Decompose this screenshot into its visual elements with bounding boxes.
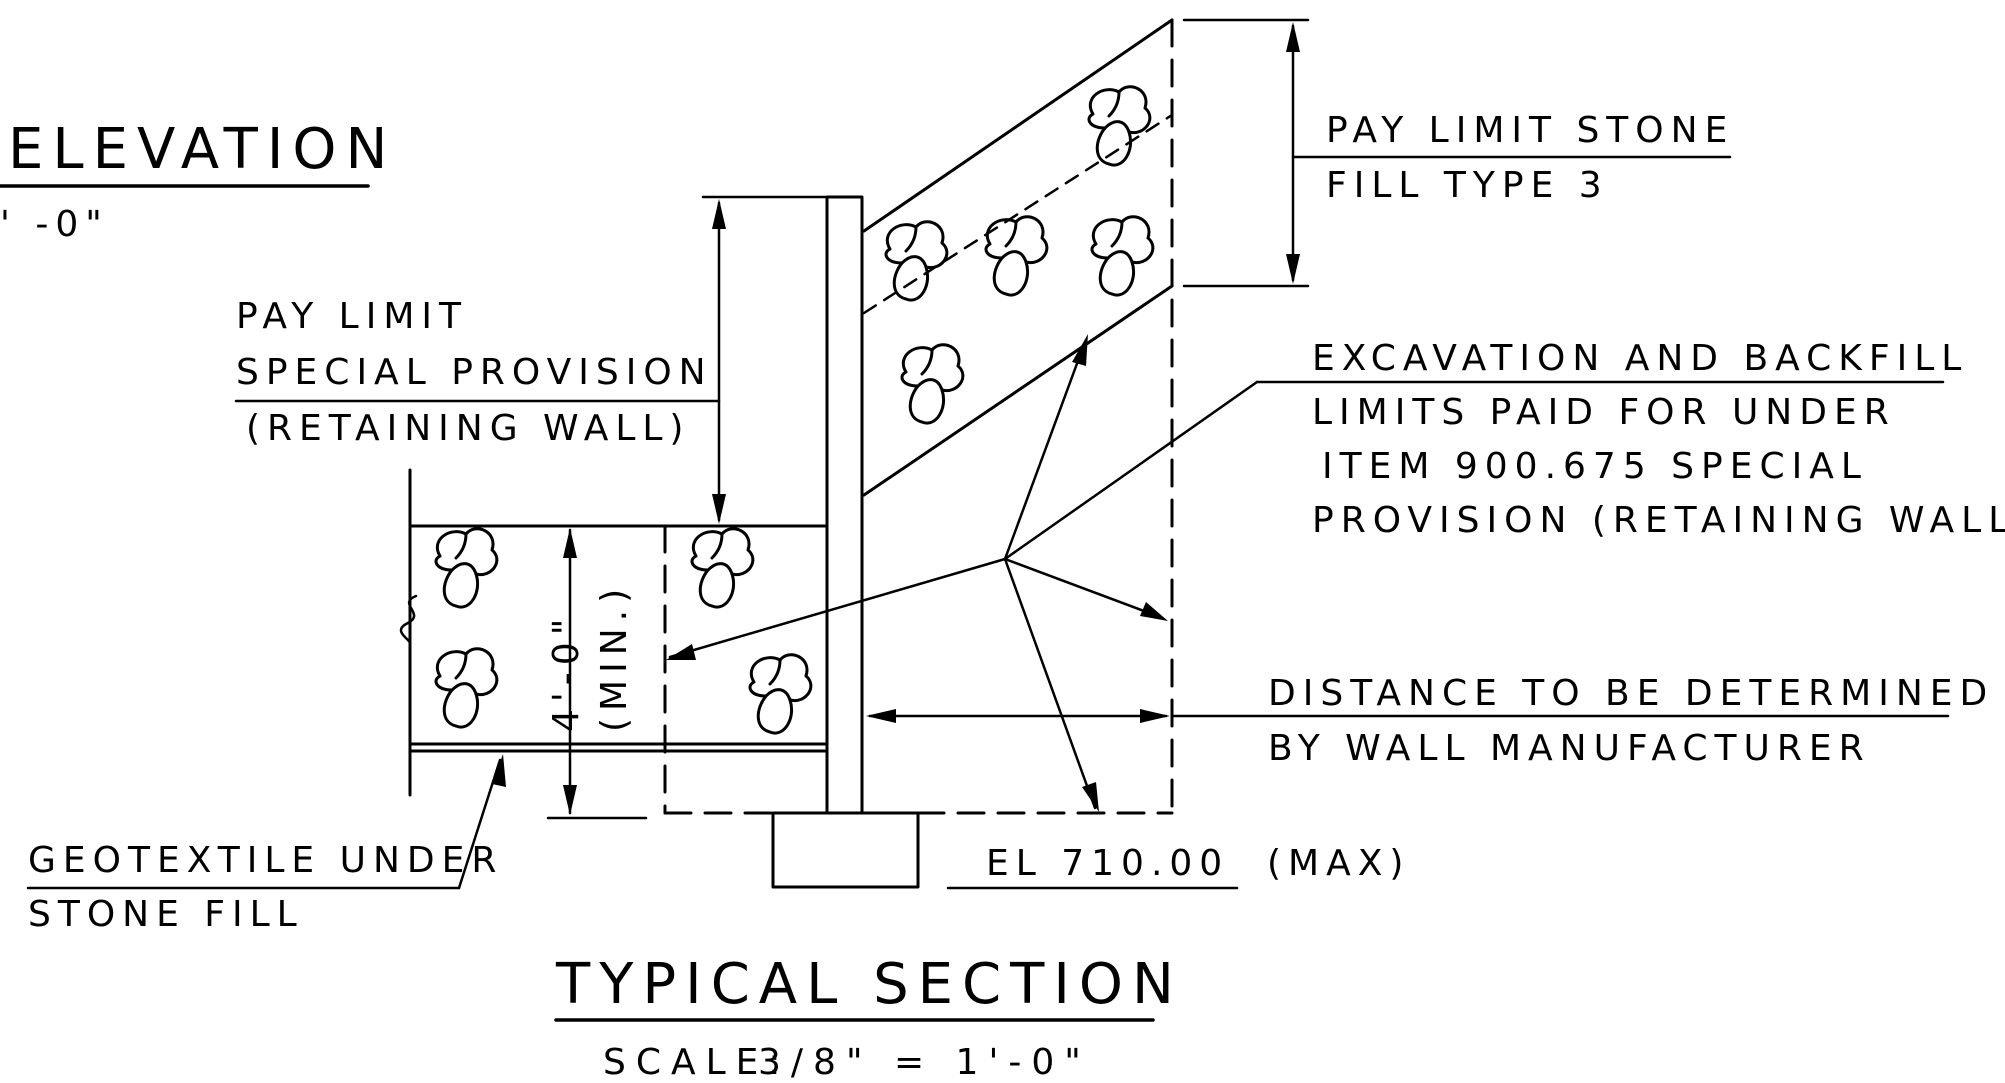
arrowhead: [1140, 602, 1168, 621]
arrowhead: [1072, 334, 1088, 366]
pay-limit-special-label-3: (RETAINING WALL): [246, 408, 690, 449]
arrowhead: [1286, 22, 1300, 52]
arrowhead: [563, 785, 577, 815]
retaining-wall: [771, 195, 920, 889]
stone-cluster-icon: [434, 647, 499, 729]
pay-limit-stone-label-1: PAY LIMIT STONE: [1326, 110, 1734, 151]
stone-cluster-icon: [434, 527, 499, 609]
excavation-label-1: EXCAVATION AND BACKFILL: [1312, 338, 1968, 379]
leader-to-bottom-limit: [1003, 557, 1097, 810]
arrowhead: [492, 754, 506, 787]
arrowhead: [563, 528, 577, 558]
stone-cluster-icon: [1087, 85, 1152, 167]
pay-limit-special-label-1: PAY LIMIT: [236, 296, 468, 337]
stone-fill-top-slope: [862, 18, 1174, 233]
depth-dim-label: 4'-0": [546, 612, 587, 732]
excavation-label-3: ITEM 900.675 SPECIAL: [1322, 446, 1868, 487]
arrowhead: [712, 199, 726, 229]
leader-to-right-limit: [1003, 557, 1162, 619]
stone-cluster-icon: [1090, 215, 1155, 297]
pay-limit-stone-label-2: FILL TYPE 3: [1326, 165, 1609, 206]
distance-label-2: BY WALL MANUFACTURER: [1268, 728, 1871, 769]
section-scale-value: 3/8" = 1'-0": [758, 1042, 1091, 1083]
stone-fill-mid-dashed: [862, 113, 1174, 315]
stone-cluster-icon: [884, 220, 949, 302]
excavation-leader-main: [1003, 380, 1259, 561]
arrowhead: [666, 644, 696, 660]
pay-limit-stone-dimension: PAY LIMIT STONE FILL TYPE 3: [1182, 18, 1734, 288]
arrowhead: [1286, 254, 1300, 284]
typical-section-title-group: TYPICAL SECTION SCALE: 3/8" = 1'-0": [554, 952, 1183, 1083]
distance-dimension: DISTANCE TO BE DETERMINED BY WALL MANUFA…: [866, 673, 1994, 769]
leader-to-slope: [1003, 348, 1084, 561]
elevation-title: ELEVATION: [8, 117, 396, 182]
elevation-max-label: EL 710.00: [986, 843, 1229, 884]
section-scale-label: SCALE:: [603, 1042, 791, 1083]
arrowhead: [1082, 782, 1099, 812]
excavation-label-2: LIMITS PAID FOR UNDER: [1312, 392, 1896, 433]
pay-limit-special-label-2: SPECIAL PROVISION: [236, 352, 713, 393]
elevation-scale-fragment: ' -0": [0, 204, 109, 245]
typical-section-title: TYPICAL SECTION: [555, 952, 1183, 1017]
geotextile-label-2: STONE FILL: [28, 894, 304, 935]
excavation-label-4: PROVISION (RETAINING WALL): [1312, 500, 2005, 541]
elevation-max-suffix: (MAX): [1267, 843, 1410, 884]
distance-label-1: DISTANCE TO BE DETERMINED: [1268, 673, 1994, 714]
stone-cluster-icon: [900, 343, 965, 425]
stone-cluster-icon: [748, 653, 813, 735]
arrowhead: [1140, 709, 1170, 723]
arrowhead: [712, 494, 726, 524]
stone-cluster-icon: [690, 527, 755, 609]
geotextile-callout: GEOTEXTILE UNDER STONE FILL: [26, 754, 506, 935]
elevation-title-group: ELEVATION ' -0": [0, 117, 396, 245]
wall-stem: [825, 195, 864, 815]
wall-footing: [771, 811, 920, 889]
stone-fill-zone: [862, 18, 1174, 815]
depth-dimension: 4'-0" (MIN.): [546, 528, 648, 820]
pay-limit-special-dimension: PAY LIMIT SPECIAL PROVISION (RETAINING W…: [234, 195, 829, 524]
break-line-icon: [399, 594, 418, 646]
leader-to-left-limit: [668, 557, 1007, 659]
excavation-leaders: EXCAVATION AND BACKFILL LIMITS PAID FOR …: [666, 334, 2005, 812]
elevation-max-callout: EL 710.00 (MAX): [946, 843, 1410, 890]
geotextile-label-1: GEOTEXTILE UNDER: [28, 840, 503, 881]
arrowhead: [866, 709, 896, 723]
depth-dim-note: (MIN.): [594, 582, 635, 732]
stone-fill-bottom-slope: [862, 284, 1174, 497]
stone-bed: [399, 468, 1174, 815]
